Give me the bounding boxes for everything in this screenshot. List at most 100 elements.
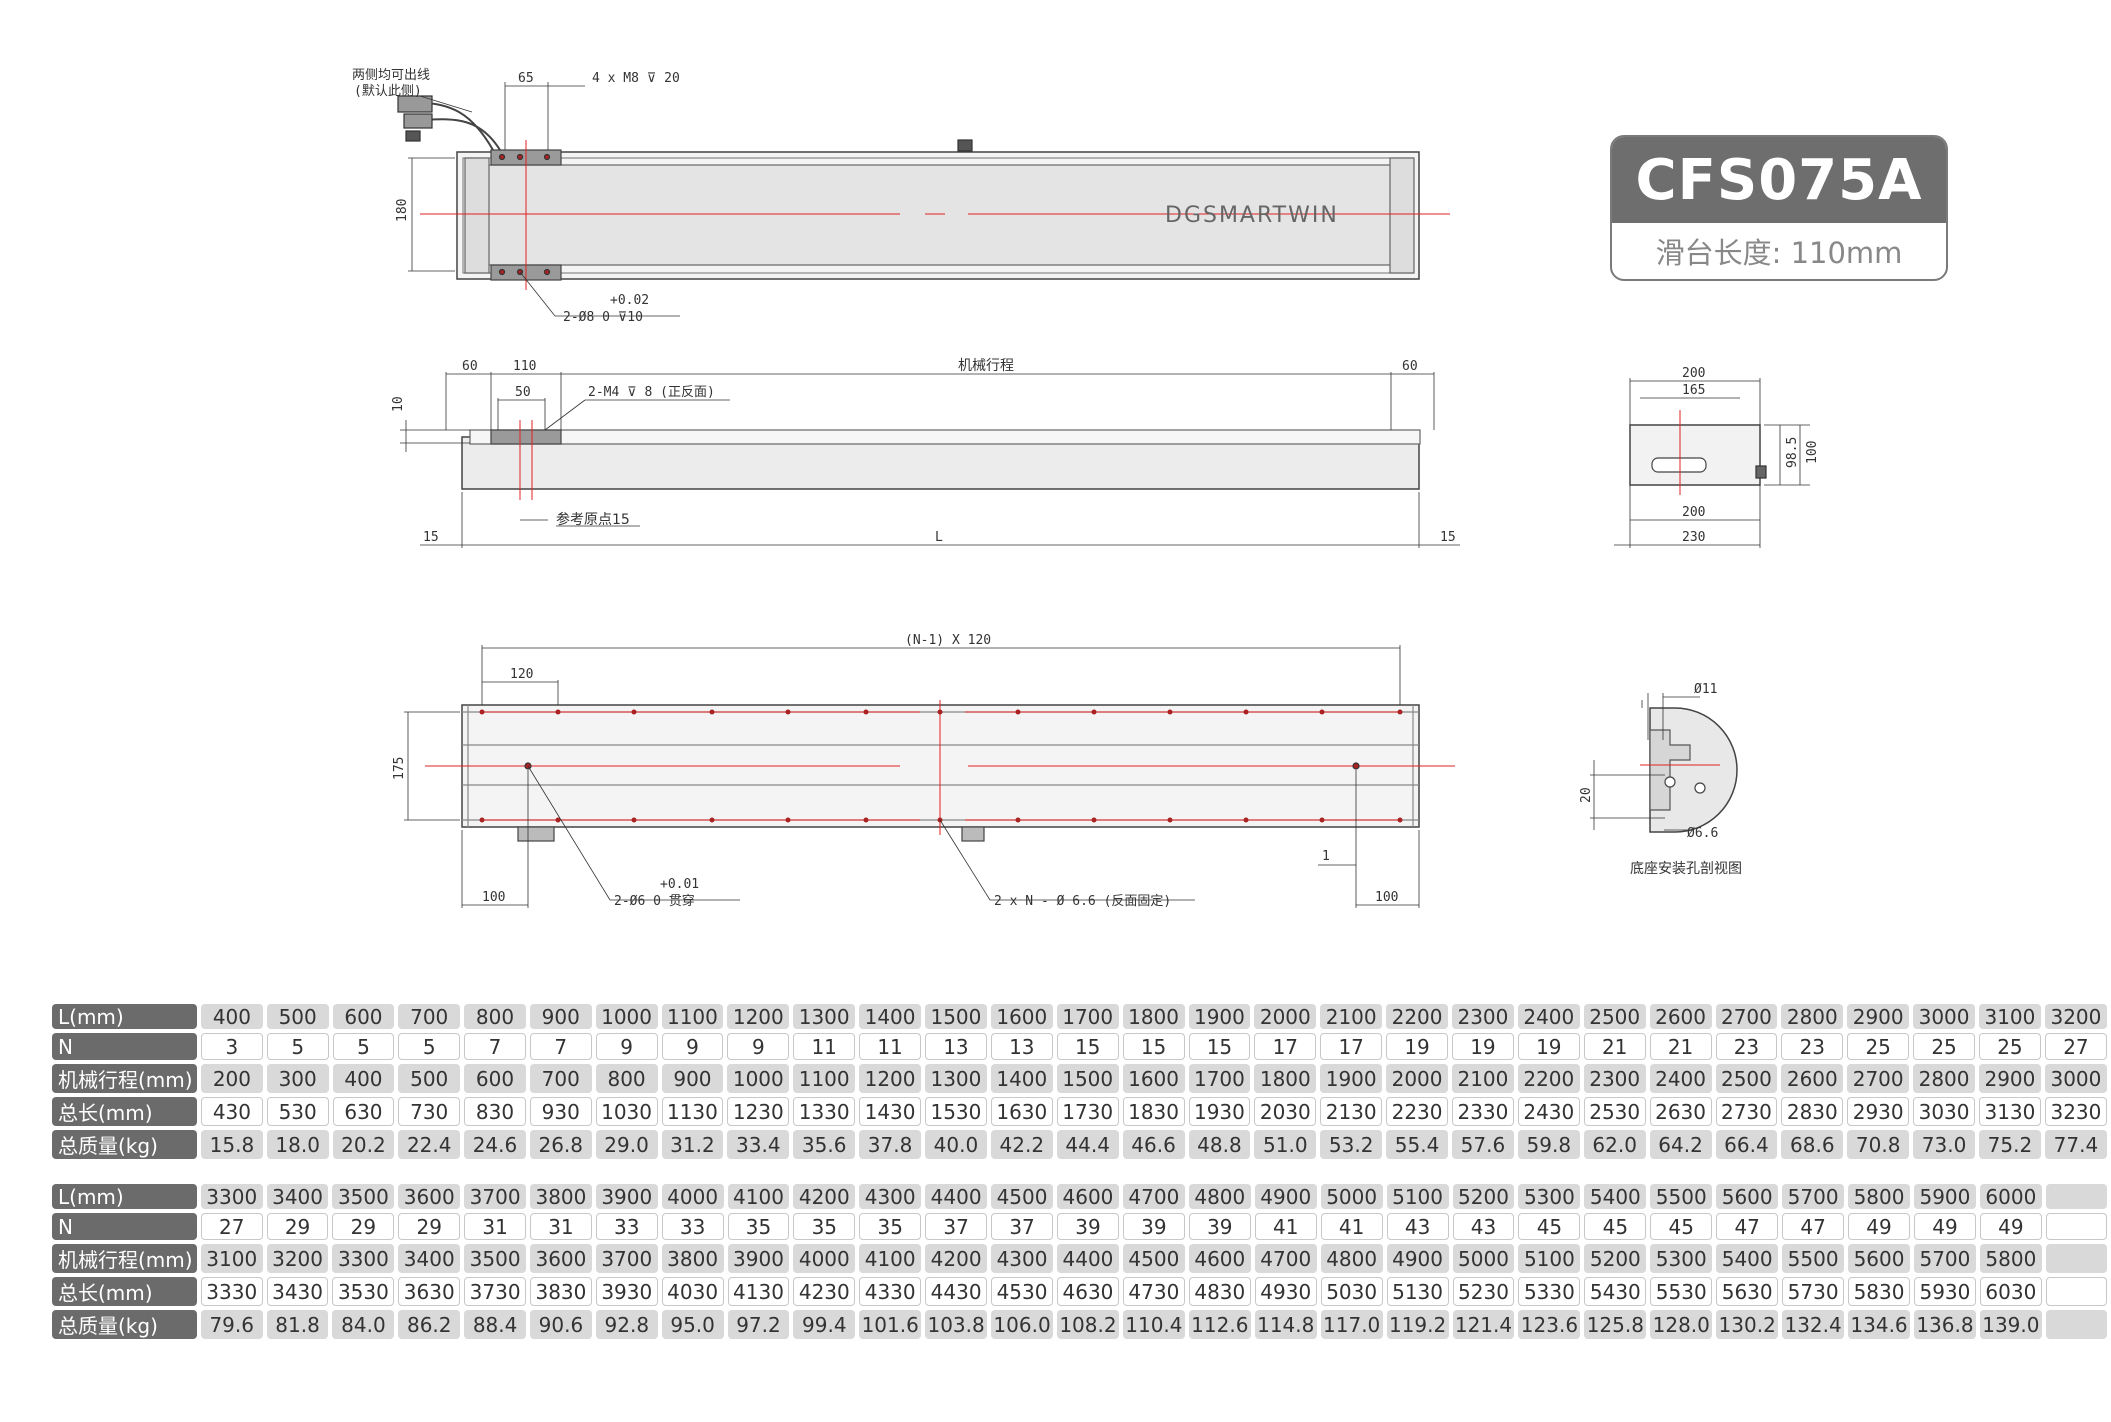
table-cell: 5600: [1716, 1184, 1779, 1209]
side-view: 60 110 机械行程 60 50 2-M4 ⊽ 8 (正反面) 10 参考原点…: [391, 358, 1460, 548]
technical-drawing: DGSMARTWIN 两侧均可出线 (默认此侧) 65 4 x M8 ⊽ 20 …: [352, 68, 1820, 909]
table-cell: 13: [990, 1033, 1053, 1060]
table-cell: 21: [1583, 1033, 1646, 1060]
table-cell: 11: [859, 1033, 921, 1060]
table-cell: 9: [661, 1033, 724, 1060]
table-cell: 5230: [1452, 1277, 1515, 1306]
table-cell: 23: [1781, 1033, 1844, 1060]
table-cell: 9: [727, 1033, 790, 1060]
cable-note-2: (默认此侧): [354, 83, 422, 99]
dim-180: 180: [395, 199, 410, 222]
table-cell: 3030: [1913, 1097, 1975, 1126]
table-cell: 3900: [595, 1184, 658, 1209]
dim-15-right: 15: [1440, 530, 1456, 545]
table-cell: 70.8: [1847, 1130, 1910, 1159]
mount-holes-note: 4 x M8 ⊽ 20: [592, 71, 680, 86]
table-cell: 4300: [991, 1244, 1053, 1273]
table-cell: 48.8: [1188, 1130, 1251, 1159]
table-cell: 5530: [1650, 1277, 1713, 1306]
cable-note-1: 两侧均可出线: [352, 68, 430, 83]
table-cell: 900: [661, 1064, 724, 1093]
table-cell: 19: [1452, 1033, 1514, 1060]
dim-100-right: 100: [1375, 890, 1398, 905]
bottom-pin-holes-note: 2-Ø6 0 贯穿: [614, 893, 695, 909]
table-cell: 1800: [1254, 1064, 1317, 1093]
table-cell: 35: [793, 1213, 856, 1240]
table-cell: 17: [1320, 1033, 1383, 1060]
table-cell: 55.4: [1386, 1130, 1448, 1159]
table-cell: 39: [1057, 1213, 1119, 1240]
table-cell: 7: [464, 1033, 526, 1060]
table-cell: 4230: [793, 1277, 856, 1306]
table-cell: 119.2: [1386, 1310, 1449, 1339]
table-cell: 2000: [1386, 1064, 1448, 1093]
table-cell: 500: [398, 1064, 461, 1093]
table-cell: 2530: [1583, 1097, 1646, 1126]
end-dim-100: 100: [1805, 441, 1820, 464]
table-cell: 1300: [793, 1004, 856, 1029]
table-cell: 3700: [595, 1244, 658, 1273]
table-cell: 46.6: [1122, 1130, 1185, 1159]
table-cell: 27: [2044, 1033, 2107, 1060]
table-cell: 300: [266, 1064, 329, 1093]
table-cell: 4500: [991, 1184, 1053, 1209]
table-cell: 4600: [1057, 1184, 1119, 1209]
table-cell: 5700: [1913, 1244, 1976, 1273]
stroke-label: 机械行程: [958, 358, 1014, 374]
table-cell: 43: [1386, 1213, 1449, 1240]
table-cell: 4500: [1122, 1244, 1185, 1273]
table-cell: 130.2: [1716, 1310, 1779, 1339]
row-header: 总质量(kg): [52, 1310, 197, 1339]
table-cell: 6030: [1979, 1277, 2042, 1306]
table-cell: 62.0: [1583, 1130, 1646, 1159]
table-cell: 430: [201, 1097, 263, 1126]
end-view: 200 165 98.5 100 200 230: [1614, 366, 1820, 548]
table-cell: 2800: [1781, 1004, 1844, 1029]
table-cell: 1600: [990, 1004, 1053, 1029]
table-cell: 530: [266, 1097, 329, 1126]
table-cell: 49: [1979, 1213, 2042, 1240]
table-cell: 2630: [1649, 1097, 1712, 1126]
table-cell: 11: [793, 1033, 856, 1060]
table-cell: 3100: [200, 1244, 263, 1273]
model-badge: CFS075A 滑台长度: 110mm: [1610, 135, 1948, 281]
bottom-pin-tolerance: +0.01: [660, 877, 699, 892]
table-cell: 5800: [1979, 1244, 2042, 1273]
table-cell: 5500: [1782, 1244, 1845, 1273]
row-header: N: [52, 1033, 198, 1060]
table-cell: 4430: [925, 1277, 988, 1306]
table-cell: 18.0: [266, 1130, 329, 1159]
table-cell: 1100: [661, 1004, 724, 1029]
table-cell: 3700: [464, 1184, 527, 1209]
table-cell: 600: [332, 1004, 395, 1029]
table-cell: 25: [1913, 1033, 1975, 1060]
table-cell: 200: [201, 1064, 263, 1093]
dim-110: 110: [513, 359, 536, 374]
table-cell: 2400: [1649, 1064, 1712, 1093]
dim-50: 50: [515, 385, 531, 400]
table-cell: 3500: [332, 1184, 395, 1209]
table-cell: 29: [398, 1213, 461, 1240]
table-cell: 29.0: [595, 1130, 658, 1159]
table-cell: 35: [859, 1213, 922, 1240]
table-cell: 86.2: [398, 1310, 461, 1339]
table-cell: 15: [1122, 1033, 1185, 1060]
table-cell: 5330: [1518, 1277, 1581, 1306]
table-cell: 3130: [1979, 1097, 2041, 1126]
pin-holes-note: 2-Ø8 0 ⊽10: [563, 310, 643, 325]
table-cell: 3930: [595, 1277, 658, 1306]
table-cell: 1400: [859, 1004, 921, 1029]
table-cell: 26.8: [529, 1130, 592, 1159]
table-cell: 1100: [793, 1064, 856, 1093]
table-cell: 1130: [661, 1097, 724, 1126]
table-cell: 66.4: [1715, 1130, 1778, 1159]
table-cell: 22.4: [398, 1130, 461, 1159]
table-cell: 5800: [1848, 1184, 1910, 1209]
table-cell: 4200: [925, 1244, 988, 1273]
table-cell: 3800: [530, 1184, 592, 1209]
table-cell: 31: [464, 1213, 527, 1240]
table-cell: 45: [1584, 1213, 1647, 1240]
